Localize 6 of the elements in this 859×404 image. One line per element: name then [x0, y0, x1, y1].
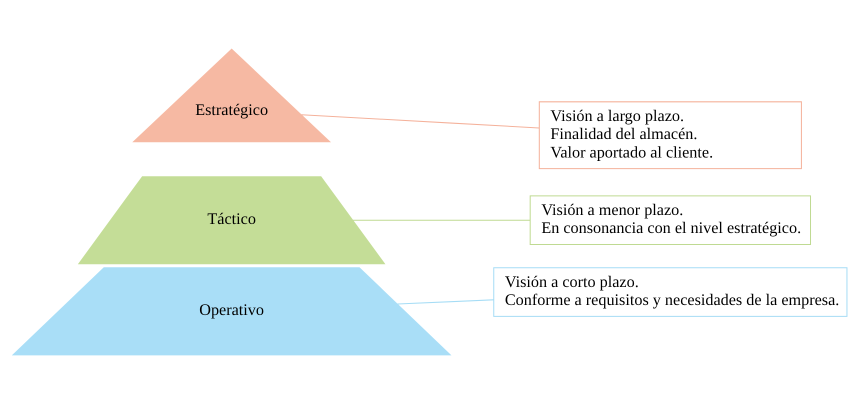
connector [396, 299, 494, 305]
connector [300, 114, 539, 128]
node-box: Visión a corto plazo. Conforme a requisitos y necesidades de la empresa. [492, 267, 847, 317]
node-box: Visión a largo plazo. Finalidad del almacén. Valor aportado al cliente. [538, 101, 802, 170]
node-box: Visión a menor plazo. En consonancia con el nivel estratégico. [529, 195, 811, 245]
connector [352, 220, 530, 221]
